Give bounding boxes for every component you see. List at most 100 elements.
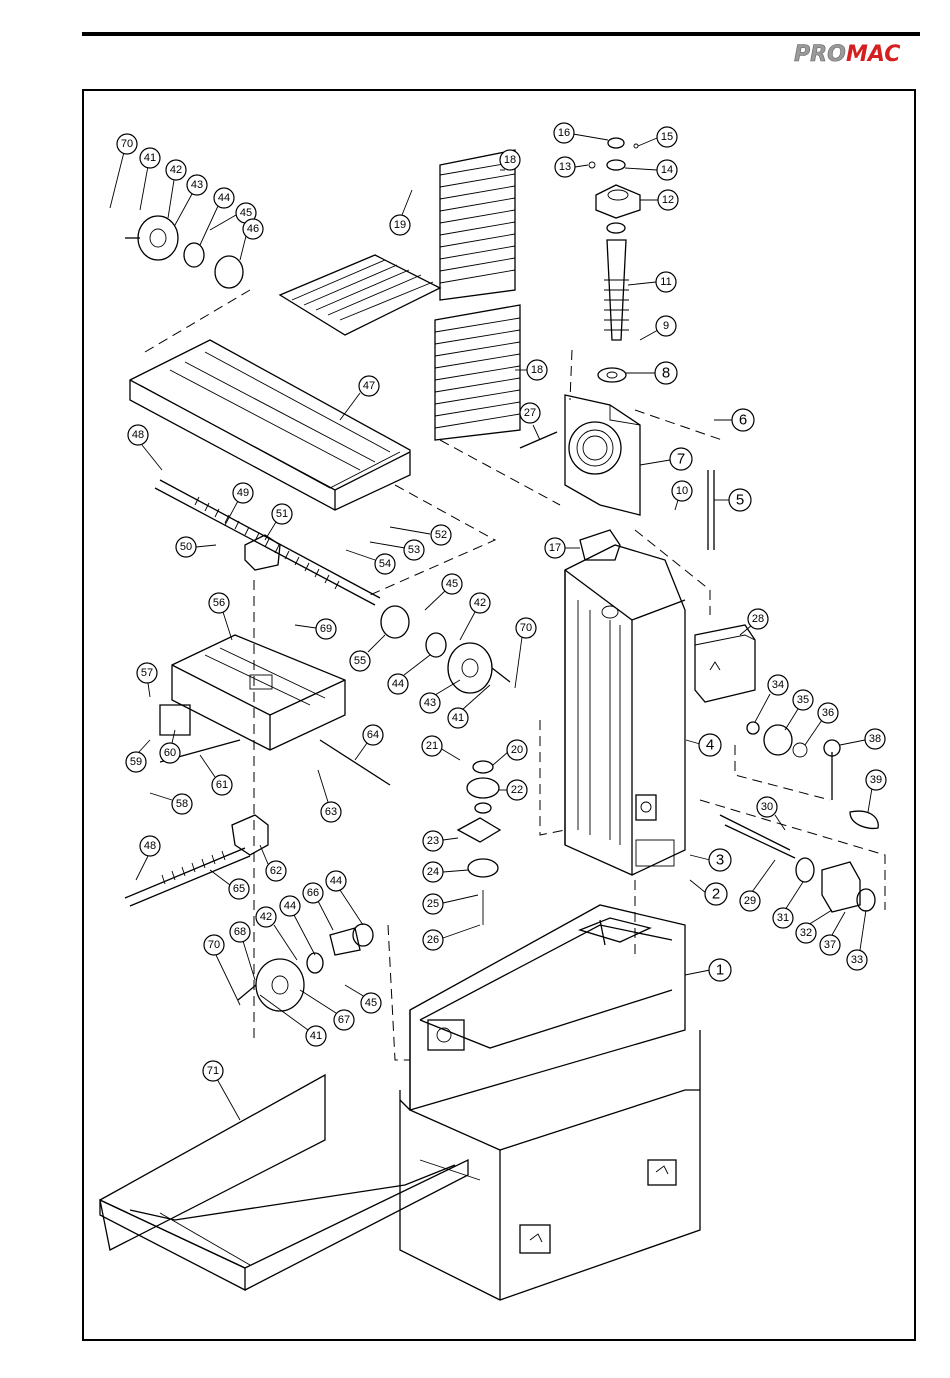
svg-text:66: 66	[307, 887, 319, 899]
callout-3: 3	[690, 849, 731, 871]
saddle	[172, 635, 345, 750]
svg-text:31: 31	[777, 912, 789, 924]
svg-text:30: 30	[761, 801, 773, 813]
callout-23: 23	[423, 831, 458, 851]
svg-text:43: 43	[191, 179, 203, 191]
svg-text:16: 16	[558, 127, 570, 139]
callout-2: 2	[690, 880, 727, 905]
callout-57: 57	[137, 663, 157, 697]
callout-45c: 45	[345, 985, 381, 1013]
callout-56: 56	[209, 593, 232, 640]
svg-text:32: 32	[800, 927, 812, 939]
svg-text:8: 8	[662, 365, 670, 382]
svg-text:11: 11	[660, 276, 671, 288]
callout-61: 61	[200, 755, 232, 795]
callout-43a: 43	[175, 175, 207, 225]
callout-47: 47	[340, 376, 379, 420]
svg-text:44: 44	[284, 900, 296, 912]
svg-text:52: 52	[435, 529, 447, 541]
svg-text:68: 68	[234, 926, 246, 938]
svg-text:45: 45	[240, 207, 252, 219]
svg-text:39: 39	[870, 774, 882, 786]
callout-1: 1	[685, 959, 731, 981]
callout-42b: 42	[460, 593, 490, 640]
chip-tray	[100, 1075, 468, 1290]
callout-22: 22	[499, 780, 527, 800]
svg-text:26: 26	[427, 934, 439, 946]
svg-text:59: 59	[130, 756, 142, 768]
svg-text:49: 49	[237, 487, 249, 499]
svg-text:44: 44	[392, 678, 404, 690]
svg-text:57: 57	[141, 667, 153, 679]
svg-text:9: 9	[663, 320, 669, 332]
callout-41c: 41	[260, 995, 326, 1046]
callout-31: 31	[773, 882, 803, 928]
callout-29: 29	[740, 860, 775, 911]
svg-text:62: 62	[270, 865, 282, 877]
callout-20: 20	[493, 740, 527, 765]
svg-text:50: 50	[180, 541, 192, 553]
column	[565, 545, 685, 875]
svg-text:25: 25	[427, 898, 439, 910]
svg-text:19: 19	[394, 219, 406, 231]
svg-text:45: 45	[446, 578, 458, 590]
callout-49: 49	[225, 483, 253, 525]
svg-text:22: 22	[511, 784, 523, 796]
svg-text:51: 51	[276, 508, 288, 520]
callout-50: 50	[176, 537, 216, 557]
svg-text:56: 56	[213, 597, 225, 609]
svg-text:44: 44	[330, 875, 342, 887]
svg-text:27: 27	[524, 407, 536, 419]
callout-42a: 42	[166, 160, 186, 218]
callout-36: 36	[805, 703, 838, 745]
callout-62: 62	[260, 845, 286, 881]
callout-14: 14	[625, 160, 677, 180]
callout-58: 58	[150, 793, 192, 814]
callout-7: 7	[640, 448, 692, 470]
callout-65: 65	[210, 870, 249, 899]
svg-text:34: 34	[772, 679, 784, 691]
callout-54: 54	[346, 550, 395, 574]
svg-text:13: 13	[559, 161, 571, 173]
callout-67: 67	[300, 990, 354, 1030]
callout-6: 6	[714, 409, 754, 431]
callout-51: 51	[265, 504, 292, 540]
svg-text:44: 44	[218, 192, 230, 204]
svg-text:54: 54	[379, 558, 391, 570]
callout-35: 35	[785, 690, 813, 730]
svg-text:64: 64	[367, 729, 379, 741]
svg-text:21: 21	[426, 740, 438, 752]
callout-44c: 44	[280, 896, 315, 955]
svg-text:20: 20	[511, 744, 523, 756]
callout-63: 63	[318, 770, 341, 822]
svg-text:6: 6	[739, 412, 747, 429]
svg-text:17: 17	[549, 542, 561, 554]
callout-46: 46	[240, 219, 263, 260]
svg-text:65: 65	[233, 883, 245, 895]
callout-16: 16	[554, 123, 608, 143]
callout-41b: 41	[448, 685, 490, 728]
svg-text:47: 47	[363, 380, 375, 392]
callout-70a: 70	[110, 134, 137, 208]
callout-64: 64	[355, 725, 383, 760]
svg-text:23: 23	[427, 835, 439, 847]
svg-text:38: 38	[869, 733, 881, 745]
callout-37: 37	[820, 912, 845, 955]
callout-59: 59	[126, 740, 150, 772]
svg-text:37: 37	[824, 939, 836, 951]
handwheel-top-left	[125, 216, 243, 288]
svg-text:42: 42	[170, 164, 182, 176]
callout-18a: 18	[500, 150, 520, 170]
callout-44b: 44	[388, 655, 430, 694]
svg-text:60: 60	[164, 747, 176, 759]
vertical-leadscrew	[589, 138, 640, 382]
callout-8: 8	[626, 362, 677, 384]
callout-69: 69	[295, 619, 336, 639]
callout-21: 21	[422, 736, 460, 760]
callout-33: 33	[847, 910, 867, 970]
callout-48a: 48	[128, 425, 162, 470]
svg-text:42: 42	[474, 597, 486, 609]
svg-text:5: 5	[736, 492, 744, 509]
svg-text:55: 55	[354, 655, 366, 667]
